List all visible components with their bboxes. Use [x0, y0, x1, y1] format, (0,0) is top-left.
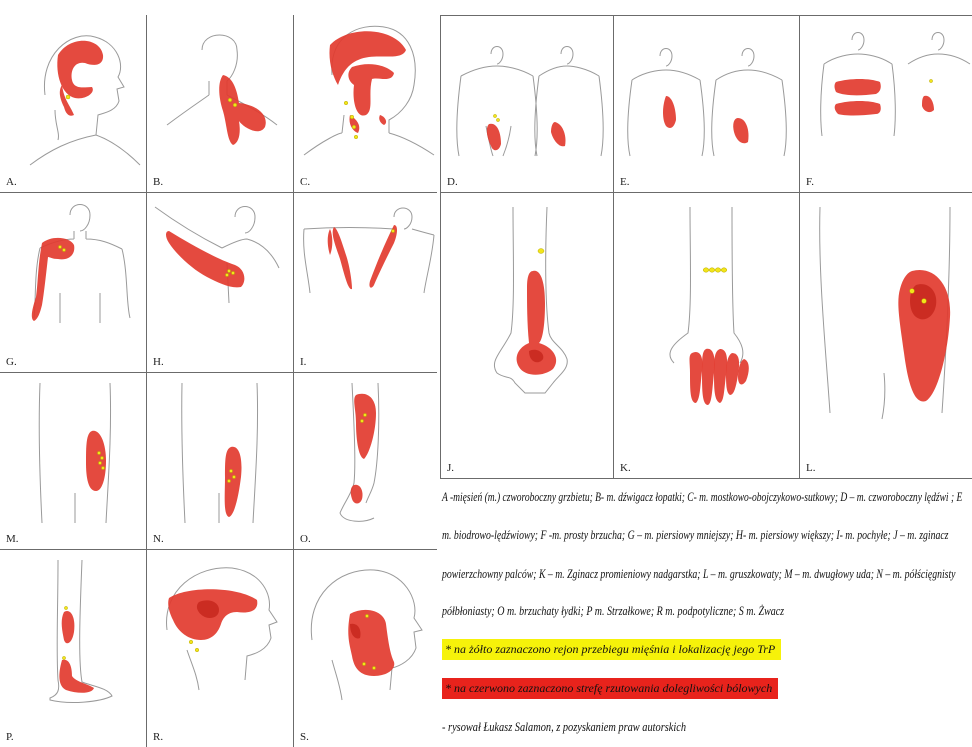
calf-illustration	[294, 373, 437, 550]
torso-arm-raised-illustration	[147, 193, 294, 373]
forearm-fingers-illustration	[614, 193, 800, 479]
panel-j: J.	[440, 193, 614, 479]
legend-line-4: półbłoniasty; O m. brzuchaty łydki; P m.…	[442, 604, 784, 619]
panel-label: C.	[300, 176, 310, 188]
head-jaw-illustration	[294, 550, 437, 747]
buttock-thigh-illustration	[800, 193, 972, 479]
back-torsos-illustration	[441, 16, 614, 193]
torso-front-illustration	[0, 193, 147, 373]
panel-label: M.	[6, 533, 19, 545]
panel-label: P.	[6, 731, 14, 743]
back-neck-illustration	[147, 15, 294, 193]
back-shoulders-illustration	[294, 193, 437, 373]
panel-i: I.	[294, 193, 437, 373]
lower-leg-side-illustration	[0, 550, 147, 747]
panel-p: P.	[0, 550, 147, 747]
panel-label: K.	[620, 462, 631, 474]
head-profile-illustration	[147, 550, 294, 747]
panel-label: H.	[153, 356, 164, 368]
panel-s: S.	[294, 550, 437, 747]
panel-a: A.	[0, 15, 147, 193]
panel-label: L.	[806, 462, 815, 474]
panel-b: B.	[147, 15, 294, 193]
yellow-note: * na żółto zaznaczono rejon przebiegu mi…	[442, 639, 781, 660]
panel-m: M.	[0, 373, 147, 550]
panel-label: S.	[300, 731, 309, 743]
panel-o: O.	[294, 373, 437, 550]
forearm-palm-illustration	[441, 193, 614, 479]
panel-label: E.	[620, 176, 629, 188]
panel-h: H.	[147, 193, 294, 373]
abdomen-illustration	[800, 16, 972, 193]
panel-label: J.	[447, 462, 454, 474]
legend: A -mięsień (m.) czworoboczny grzbietu; B…	[442, 484, 972, 746]
thigh-back-medial-illustration	[147, 373, 294, 550]
panel-n: N.	[147, 373, 294, 550]
panel-r: R.	[147, 550, 294, 747]
panel-label: O.	[300, 533, 311, 545]
panel-c: C.	[294, 15, 437, 193]
head-front-illustration	[294, 15, 437, 193]
panel-d: D.	[440, 15, 614, 193]
legend-line-3: powierzchowny palców; K – m. Zginacz pro…	[442, 567, 955, 582]
panel-label: I.	[300, 356, 306, 368]
legend-line-2: m. biodrowo-lędźwiowy; F -m. prosty brzu…	[442, 528, 948, 543]
panel-e: E.	[614, 15, 800, 193]
panel-label: F.	[806, 176, 814, 188]
red-note: * na czerwono zaznaczono strefę rzutowan…	[442, 678, 778, 699]
legend-line-1: A -mięsień (m.) czworoboczny grzbietu; B…	[442, 490, 962, 505]
panel-label: B.	[153, 176, 163, 188]
credit-line: - rysował Łukasz Salamon, z pozyskaniem …	[442, 720, 686, 735]
panel-label: A.	[6, 176, 17, 188]
head-side-illustration	[0, 15, 147, 193]
front-torsos-illustration	[614, 16, 800, 193]
panel-label: N.	[153, 533, 164, 545]
panel-label: D.	[447, 176, 458, 188]
panel-f: F.	[800, 15, 972, 193]
panel-label: G.	[6, 356, 17, 368]
panel-label: R.	[153, 731, 163, 743]
thigh-back-illustration	[0, 373, 147, 550]
panel-l: L.	[800, 193, 972, 479]
panel-k: K.	[614, 193, 800, 479]
panel-g: G.	[0, 193, 147, 373]
